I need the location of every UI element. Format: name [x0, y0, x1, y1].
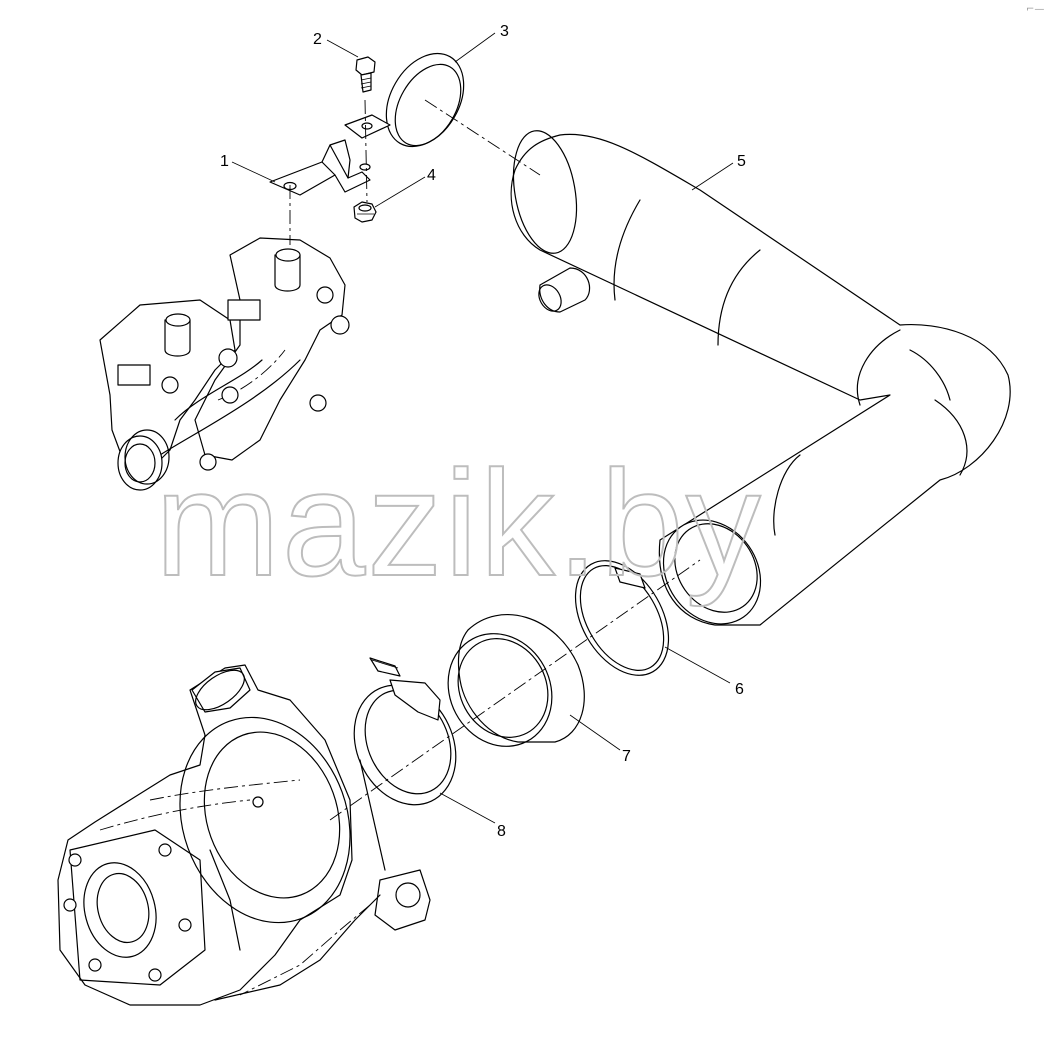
callout-5: 5 [737, 153, 746, 170]
callout-2: 2 [313, 31, 322, 48]
bolt [355, 56, 376, 93]
callout-8: 8 [497, 823, 506, 840]
watermark-text: mazik.by [155, 439, 763, 607]
assembly-centerlines [289, 99, 701, 821]
bracket [269, 139, 371, 196]
exhaust-manifold [99, 237, 350, 491]
sleeve [447, 614, 585, 747]
t-bolt-clamp [353, 657, 457, 806]
callout-7: 7 [622, 748, 631, 765]
exhaust-pipe [510, 130, 1011, 626]
callout-6: 6 [735, 681, 744, 698]
turbocharger [57, 664, 431, 1006]
callout-4: 4 [427, 167, 436, 184]
callout-1: 1 [220, 153, 229, 170]
corner-mark: ⌐— [1026, 4, 1044, 15]
callout-leaders [231, 32, 734, 824]
callout-3: 3 [500, 23, 509, 40]
nut [353, 201, 377, 223]
callout-labels: 1 2 3 4 5 6 7 8 [220, 23, 746, 840]
hose-clamp [574, 560, 670, 676]
